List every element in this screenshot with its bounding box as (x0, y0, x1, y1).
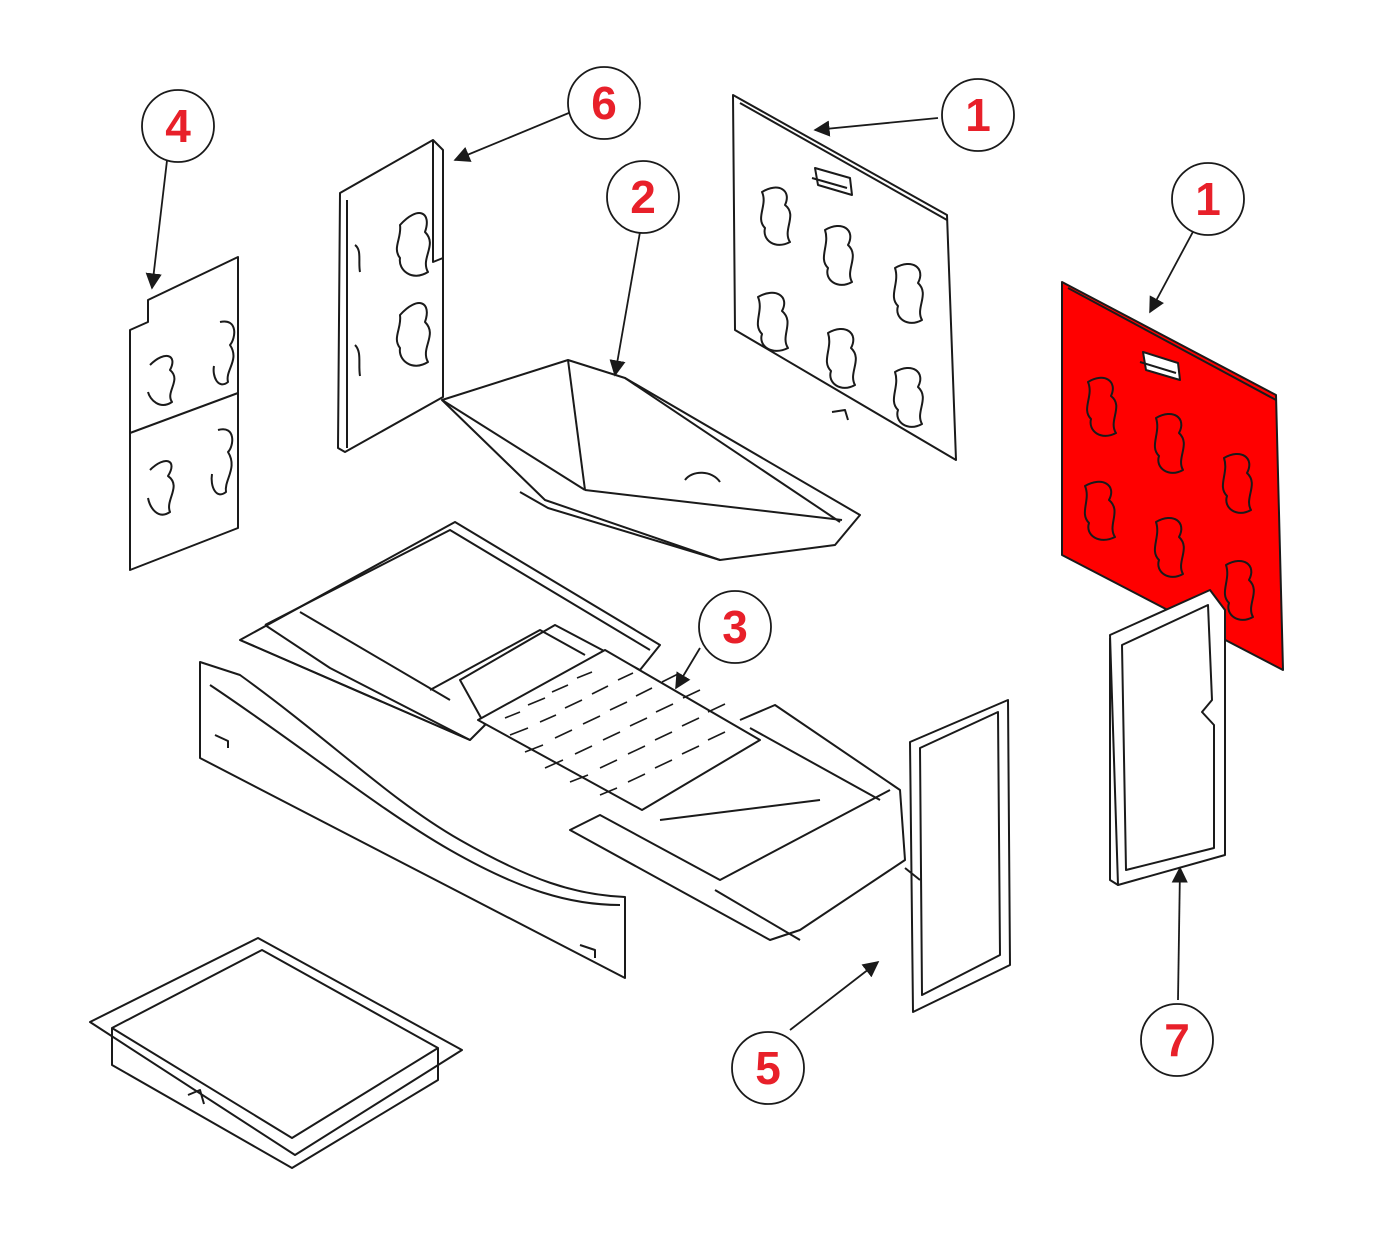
callout-7-label: 7 (1164, 1014, 1190, 1066)
part-6-side-brick (337, 139, 444, 453)
part-1-back-brick (732, 94, 957, 461)
callout-6: 6 (567, 66, 641, 140)
callouts: 4 6 1 2 1 3 5 7 (141, 66, 1245, 1105)
front-curved-panel (199, 661, 626, 979)
callout-2: 2 (606, 160, 680, 234)
leader-lines (145, 109, 1196, 1031)
ash-pan (89, 937, 463, 1169)
part-7-door-frame (1109, 589, 1226, 886)
grate-slots (504, 671, 726, 796)
part-1-back-brick-highlighted (1061, 281, 1284, 671)
callout-5: 5 (731, 1031, 805, 1105)
part-4-side-brick (129, 256, 239, 571)
callout-2-label: 2 (630, 171, 656, 223)
part-5-front-frame (904, 699, 1011, 1013)
callout-7: 7 (1140, 1003, 1214, 1077)
callout-4: 4 (141, 89, 215, 163)
callout-5-label: 5 (755, 1042, 781, 1094)
callout-6-label: 6 (591, 77, 617, 129)
part-3-grate-assembly (239, 521, 906, 941)
callout-1-top: 1 (941, 78, 1015, 152)
callout-3: 3 (698, 590, 772, 664)
callout-1-top-label: 1 (965, 89, 991, 141)
part-2-baffle (441, 359, 861, 561)
callout-1-highlighted: 1 (1171, 162, 1245, 236)
callout-1-highlighted-label: 1 (1195, 173, 1221, 225)
callout-3-label: 3 (722, 601, 748, 653)
callout-4-label: 4 (165, 100, 191, 152)
